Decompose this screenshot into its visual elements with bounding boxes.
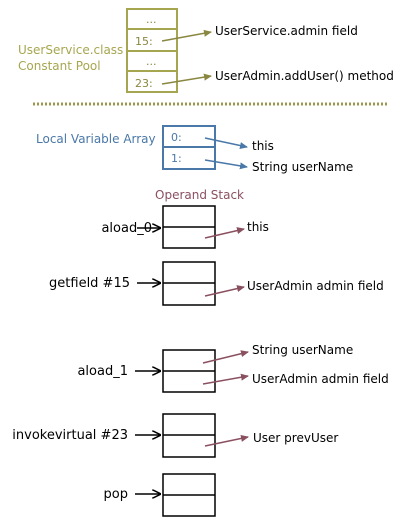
- cp-arrow-15: [161, 29, 212, 42]
- stack-target-admin-field: UserAdmin admin field: [252, 372, 389, 386]
- stack-target-admin-field: UserAdmin admin field: [247, 279, 384, 293]
- cp-target-adduser-method: UserAdmin.addUser() method: [215, 69, 394, 83]
- stack-arrow: [202, 350, 249, 364]
- stack-target-username: String userName: [252, 343, 353, 357]
- constant-pool-label-line2: Constant Pool: [18, 59, 101, 73]
- lva-arrow-0: [204, 137, 248, 149]
- cp-target-admin-field: UserService.admin field: [215, 24, 358, 38]
- instruction-aload-0: aload_0: [101, 221, 152, 236]
- constant-pool: UserService.class Constant Pool ... 15: …: [18, 8, 394, 93]
- stack-target-this: this: [247, 220, 269, 234]
- cp-arrow-23: [161, 73, 212, 85]
- step-aload-0: aload_0 this: [101, 205, 269, 249]
- instruction-pop: pop: [104, 487, 128, 502]
- instruction-getfield-15: getfield #15: [49, 276, 130, 291]
- step-aload-1: aload_1 String userName UserAdmin admin …: [77, 343, 389, 393]
- local-variable-array: Local Variable Array 0: 1: this String u…: [36, 125, 353, 174]
- stack-arrow: [204, 285, 245, 297]
- stack-arrow: [204, 435, 249, 447]
- instruction-invokevirtual-23: invokevirtual #23: [12, 428, 128, 443]
- step-invokevirtual-23: invokevirtual #23 User prevUser: [12, 413, 338, 458]
- stack-arrow: [202, 373, 249, 385]
- step-getfield-15: getfield #15 UserAdmin admin field: [49, 261, 384, 306]
- constant-pool-table: ... 15: ... 23:: [126, 8, 178, 93]
- cp-cell-ellipsis-2: ...: [146, 55, 157, 68]
- operand-stack: Operand Stack aload_0 this getfield #15 …: [12, 188, 389, 517]
- cp-cell-23: 23:: [135, 77, 153, 90]
- lva-target-username: String userName: [252, 160, 353, 174]
- local-variable-array-label: Local Variable Array: [36, 132, 156, 146]
- constant-pool-label-line1: UserService.class: [18, 43, 123, 57]
- cp-cell-ellipsis-1: ...: [146, 13, 157, 26]
- lva-cell-0: 0:: [171, 131, 182, 144]
- lva-arrow-1: [204, 159, 248, 170]
- stack-arrow: [204, 227, 245, 239]
- operand-stack-label: Operand Stack: [155, 188, 244, 202]
- stack-target-prevuser: User prevUser: [253, 431, 338, 445]
- lva-target-this: this: [252, 139, 274, 153]
- instruction-aload-1: aload_1: [77, 364, 128, 379]
- cp-cell-15: 15:: [135, 35, 153, 48]
- step-pop: pop: [104, 473, 216, 517]
- lva-cell-1: 1:: [171, 152, 182, 165]
